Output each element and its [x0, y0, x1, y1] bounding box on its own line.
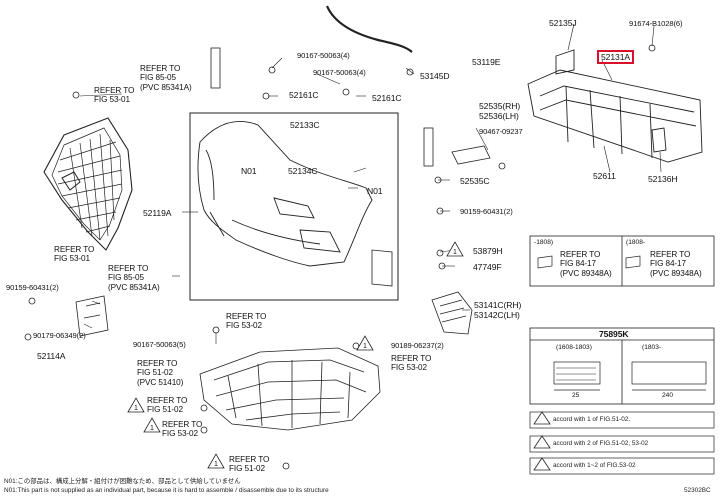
- under-cover-illustration: [199, 347, 381, 431]
- fastener-90179-06349[interactable]: 90179-06349(2): [33, 331, 86, 340]
- triangle-label: 1: [363, 343, 367, 350]
- moulding-53119e: [325, 5, 413, 53]
- legend-box-3: [529, 457, 715, 475]
- diagram-code: 52302BC: [684, 487, 711, 494]
- part-52131a-highlighted[interactable]: 52131A: [597, 50, 635, 64]
- legend-text-2: accord with 2 of FIG.51-02, 53-02: [553, 440, 649, 447]
- legend-box-2: [529, 435, 715, 453]
- triangle-label: 1: [150, 425, 154, 432]
- part-53879h[interactable]: 53879H: [473, 246, 503, 256]
- leader-lines: [79, 23, 662, 347]
- retainer-strip-b: [423, 127, 434, 167]
- part-53145d[interactable]: 53145D: [420, 71, 450, 81]
- triangle-label: 1: [214, 461, 218, 468]
- bumper-assembly-box: [189, 112, 399, 301]
- legend-box-1: [529, 411, 715, 429]
- part-52119a[interactable]: 52119A: [143, 208, 172, 218]
- part-52134c[interactable]: 52134C: [288, 166, 318, 176]
- legend-text-3: accord with 1~2 of FIG.53-02: [553, 462, 636, 469]
- fastener-91674-b1028[interactable]: 91674-B1028(6): [629, 19, 683, 28]
- reinforcement-illustration: [527, 49, 703, 163]
- date-range-right: (1808-: [626, 239, 646, 246]
- part-75895k[interactable]: 75895K: [599, 329, 629, 339]
- triangle-label: 1: [134, 405, 138, 412]
- part-52535-rh[interactable]: 52535(RH): [479, 101, 521, 111]
- label-date-right: (1803-: [642, 344, 662, 351]
- n01-marker-a: N01: [241, 166, 257, 176]
- fastener-90167-50063-a[interactable]: 90167-50063(4): [297, 51, 350, 60]
- dimension-25: 25: [572, 392, 580, 399]
- footnote-english: N01:This part is not supplied as an indi…: [4, 487, 329, 494]
- fastener-90167-50063-c[interactable]: 90167-50063(5): [133, 340, 186, 349]
- part-52161c-b[interactable]: 52161C: [372, 93, 402, 103]
- fastener-90159-60431-a[interactable]: 90159-60431(2): [460, 207, 513, 216]
- part-52136h[interactable]: 52136H: [648, 174, 678, 184]
- footnote-japanese: N01:この部品は、構成上分解・組付けが困難なため、部品として供給していません: [4, 478, 241, 485]
- part-52535c[interactable]: 52535C: [460, 176, 490, 186]
- part-47749f[interactable]: 47749F: [473, 262, 502, 272]
- triangle-label: 1: [453, 249, 457, 256]
- fastener-90159-60431-b[interactable]: 90159-60431(2): [6, 283, 59, 292]
- retainer-strip-a: [210, 47, 221, 89]
- part-53142c[interactable]: 53142C(LH): [474, 310, 520, 320]
- legend-text-1: accord with 1 of FIG.51-02.: [553, 416, 631, 423]
- part-52133c[interactable]: 52133C: [290, 120, 320, 130]
- part-53141c[interactable]: 53141C(RH): [474, 300, 522, 310]
- part-52536-lh[interactable]: 52536(LH): [479, 111, 519, 121]
- fastener-90189-06237[interactable]: 90189-06237(2): [391, 341, 444, 350]
- fastener-90167-50063-b[interactable]: 90167-50063(4): [313, 68, 366, 77]
- bumper-cover-illustration: [197, 120, 393, 287]
- radiator-grille-illustration: [43, 117, 133, 251]
- label-date-left: (1608-1803): [556, 344, 592, 351]
- fastener-90467-09237[interactable]: 90467-09237: [479, 127, 523, 136]
- part-52114a[interactable]: 52114A: [37, 351, 66, 361]
- dimension-240: 240: [662, 392, 674, 399]
- bracket-52535-illustration: [451, 145, 491, 165]
- fog-cover-illustration: [431, 291, 473, 335]
- warning-triangles: [127, 241, 551, 471]
- n01-marker-b: N01: [367, 186, 383, 196]
- part-53119e[interactable]: 53119E: [472, 57, 501, 67]
- part-52135j[interactable]: 52135J: [549, 18, 577, 28]
- fastener-symbols: [24, 44, 656, 470]
- brace-52114a-illustration: [75, 295, 109, 337]
- part-52611[interactable]: 52611: [593, 171, 616, 181]
- part-52161c-a[interactable]: 52161C: [289, 90, 319, 100]
- date-range-left: -1808): [534, 239, 554, 246]
